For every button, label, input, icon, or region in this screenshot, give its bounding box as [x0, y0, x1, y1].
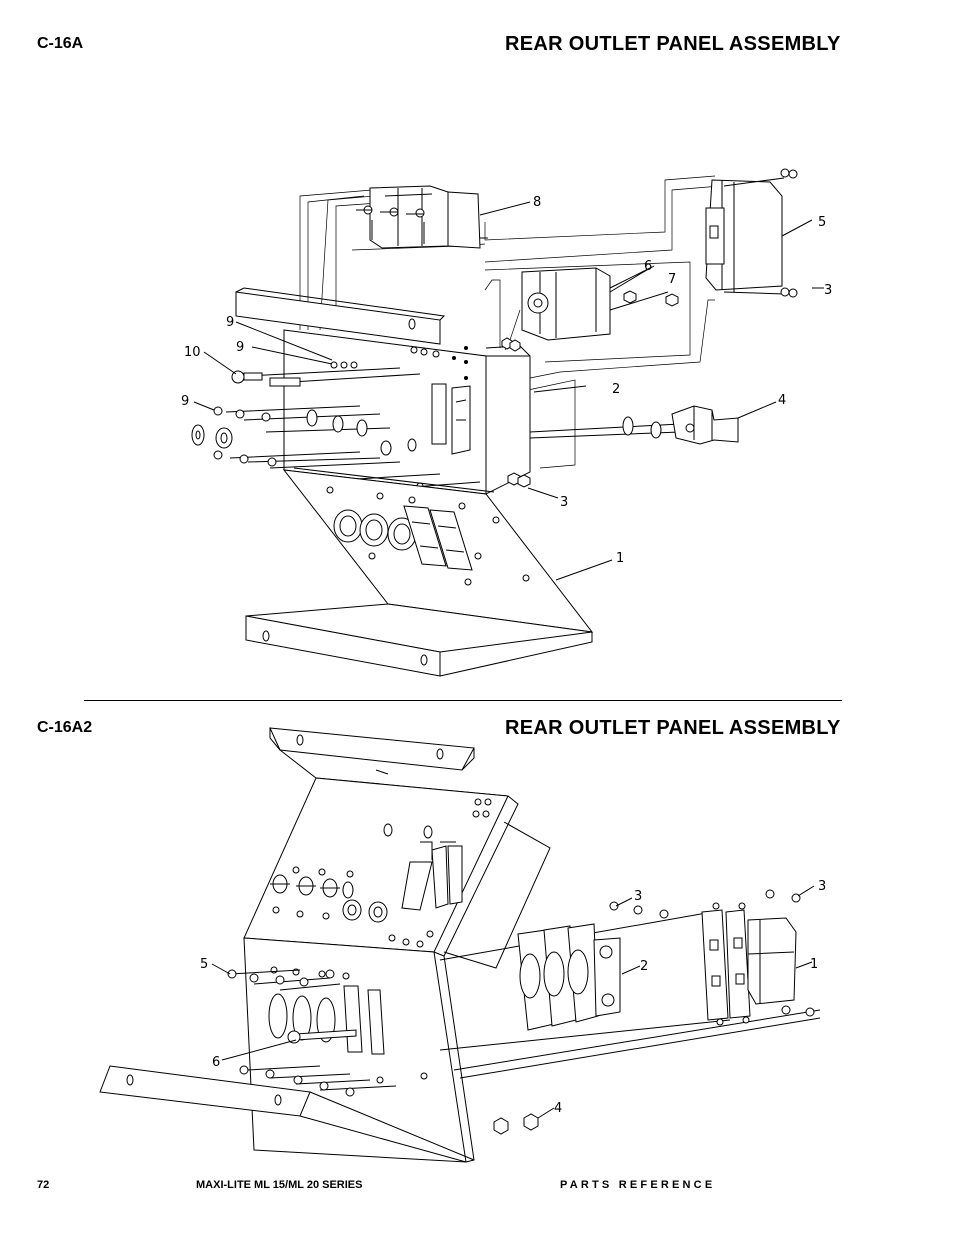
callout-label: 4 — [554, 1101, 562, 1116]
callout-label: 8 — [533, 195, 541, 210]
section-title: REAR OUTLET PANEL ASSEMBLY — [505, 717, 841, 739]
callout-label: 3 — [824, 283, 832, 298]
callout-label: 6 — [644, 259, 652, 274]
footer-series: MAXI-LITE ML 15/ML 20 SERIES — [196, 1179, 363, 1191]
footer-reference: PARTS REFERENCE — [560, 1179, 716, 1191]
callout-label: 10 — [184, 345, 201, 360]
callout-label: 9 — [236, 340, 244, 355]
callout-label: 5 — [818, 215, 826, 230]
callout-label: 2 — [612, 382, 620, 397]
section-code: C-16A — [37, 35, 84, 52]
callout-label: 3 — [634, 889, 642, 904]
callout-label: 1 — [810, 957, 818, 972]
callout-label: 7 — [668, 272, 676, 287]
callout-label: 6 — [212, 1055, 220, 1070]
callout-label: 9 — [181, 394, 189, 409]
section-code: C-16A2 — [37, 719, 93, 736]
section-title: REAR OUTLET PANEL ASSEMBLY — [505, 33, 841, 55]
section-divider — [84, 700, 842, 701]
callout-label: 9 — [226, 315, 234, 330]
callout-label: 3 — [818, 879, 826, 894]
callout-label: 2 — [640, 959, 648, 974]
callout-label: 3 — [560, 495, 568, 510]
callout-label: 1 — [616, 551, 624, 566]
page-number: 72 — [37, 1179, 50, 1191]
callout-label: 4 — [778, 393, 786, 408]
callout-label: 5 — [200, 957, 208, 972]
